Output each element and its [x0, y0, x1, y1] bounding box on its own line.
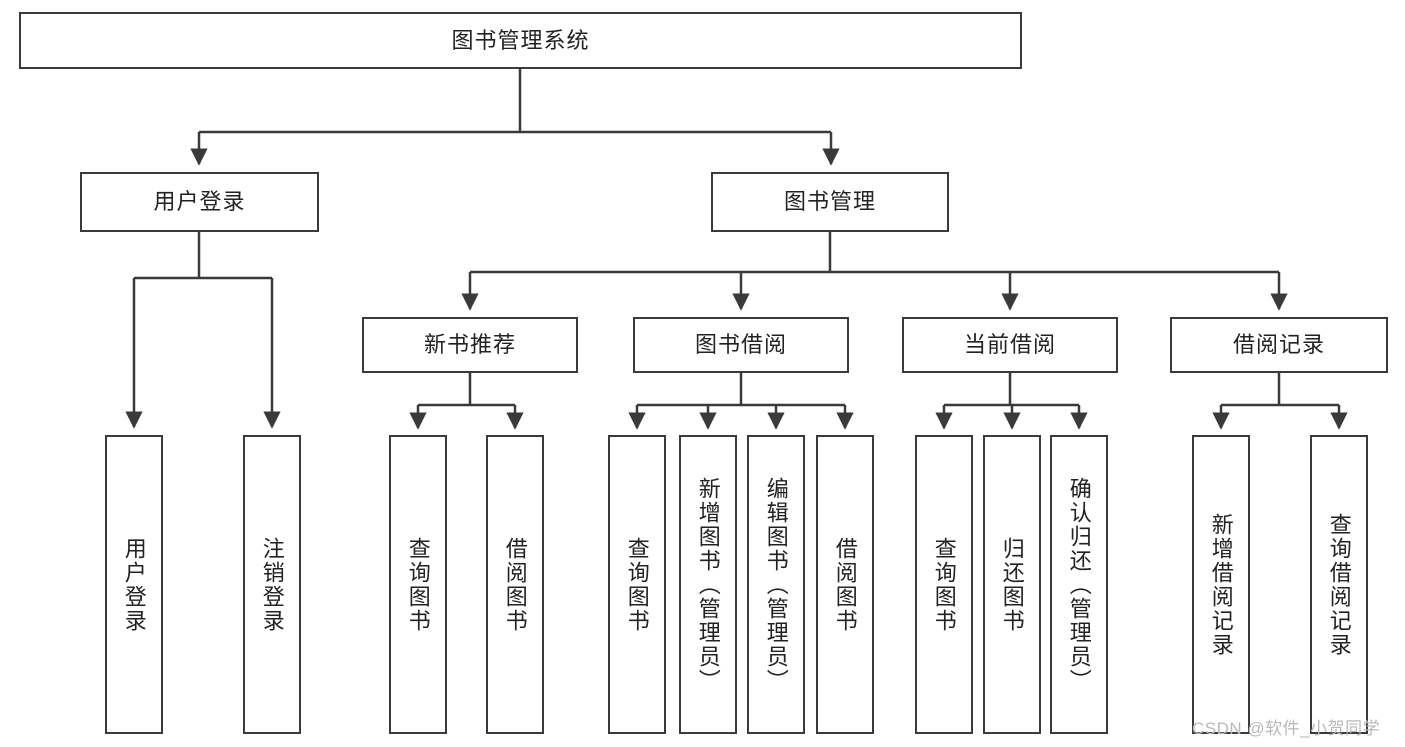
node-leaf-return-book[interactable]: 归还图书: [983, 435, 1041, 734]
csdn-watermark: CSDN @软件_小贺同学: [1192, 719, 1381, 738]
node-leaf-confirm-return[interactable]: 确认归还（管理员）: [1050, 435, 1108, 734]
node-leaf-query-record[interactable]: 查询借阅记录: [1310, 435, 1368, 734]
node-book-management[interactable]: 图书管理: [711, 172, 949, 232]
node-new-book-recommend[interactable]: 新书推荐: [362, 317, 578, 373]
node-current-borrow[interactable]: 当前借阅: [902, 317, 1118, 373]
node-leaf-add-book[interactable]: 新增图书（管理员）: [679, 435, 737, 734]
node-leaf-query-book-current[interactable]: 查询图书: [915, 435, 973, 734]
node-leaf-user-login[interactable]: 用户登录: [105, 435, 163, 734]
node-borrow-record[interactable]: 借阅记录: [1170, 317, 1388, 373]
node-leaf-query-book-borrow[interactable]: 查询图书: [608, 435, 666, 734]
node-leaf-query-book-new[interactable]: 查询图书: [389, 435, 447, 734]
node-leaf-edit-book[interactable]: 编辑图书（管理员）: [747, 435, 805, 734]
node-leaf-logout[interactable]: 注销登录: [243, 435, 301, 734]
node-leaf-borrow-book[interactable]: 借阅图书: [816, 435, 874, 734]
node-leaf-add-record[interactable]: 新增借阅记录: [1192, 435, 1250, 734]
node-book-borrow[interactable]: 图书借阅: [633, 317, 849, 373]
node-leaf-borrow-book-new[interactable]: 借阅图书: [486, 435, 544, 734]
node-user-login[interactable]: 用户登录: [80, 172, 319, 232]
node-root-system[interactable]: 图书管理系统: [19, 12, 1022, 69]
